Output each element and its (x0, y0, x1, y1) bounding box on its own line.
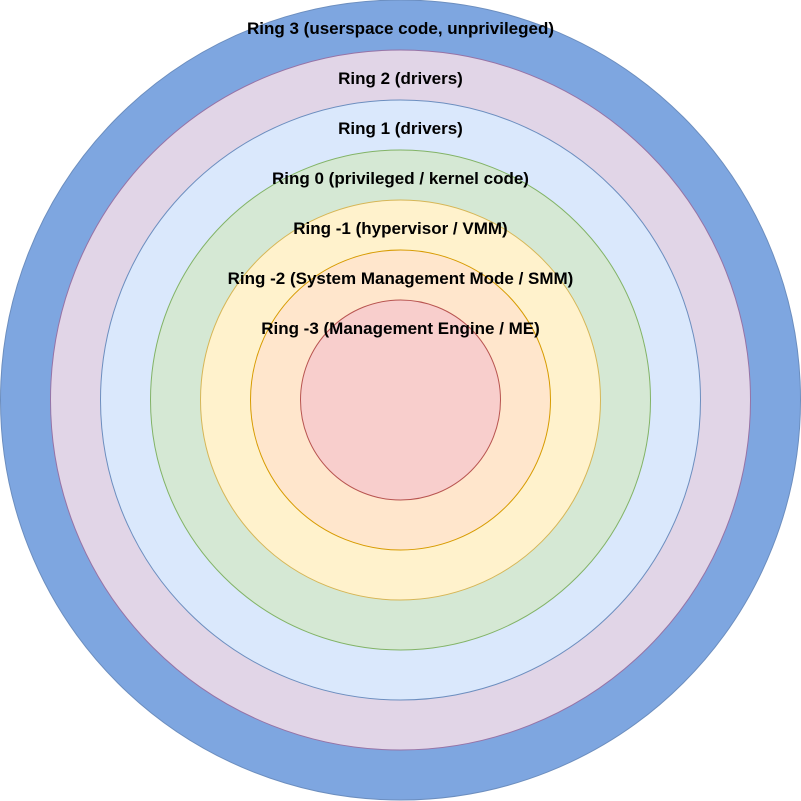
ring-minus-3-label: Ring -3 (Management Engine / ME) (261, 319, 540, 338)
ring-0-label: Ring 0 (privileged / kernel code) (272, 169, 529, 188)
ring-1-label: Ring 1 (drivers) (338, 119, 463, 138)
ring-minus-1-label: Ring -1 (hypervisor / VMM) (293, 219, 507, 238)
ring-minus-2-label: Ring -2 (System Management Mode / SMM) (228, 269, 574, 288)
ring-3-label: Ring 3 (userspace code, unprivileged) (247, 19, 554, 38)
ring-minus-3-circle (300, 299, 501, 501)
ring-2-label: Ring 2 (drivers) (338, 69, 463, 88)
